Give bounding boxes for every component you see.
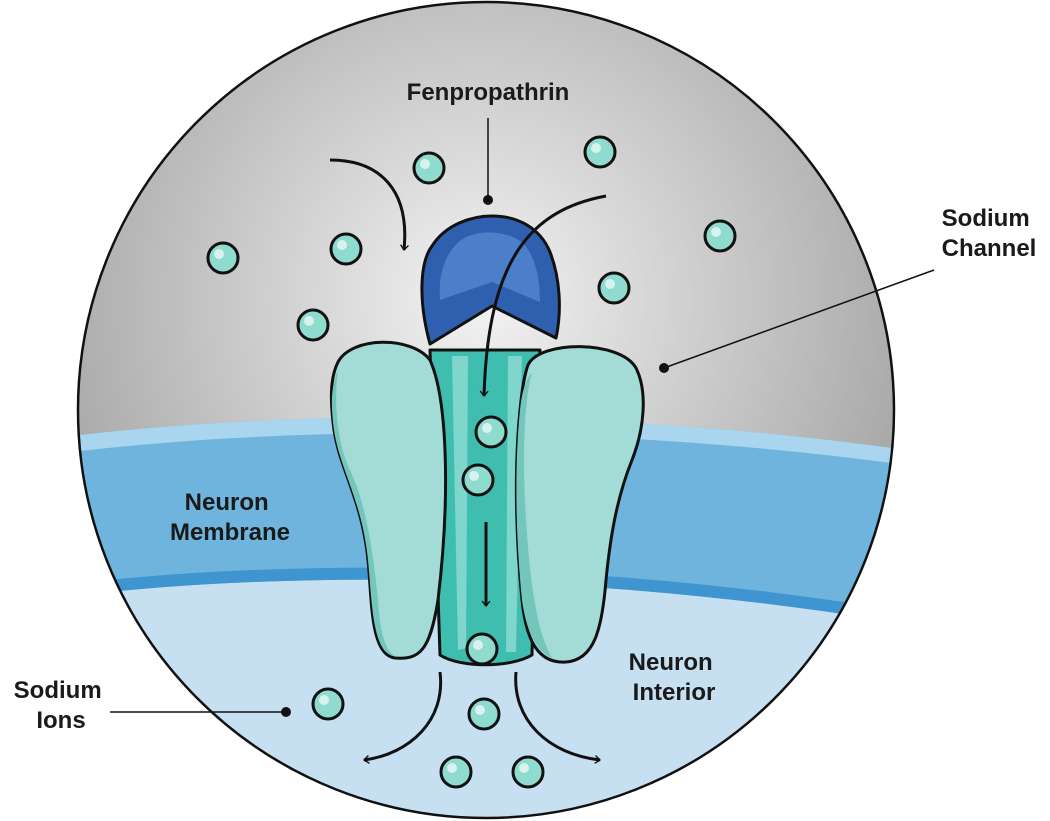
sodium-ion-circle <box>513 757 543 787</box>
sodium-ion-circle <box>331 234 361 264</box>
sodium-ions-leader-dot <box>281 707 291 717</box>
sodium-ion-circle <box>585 137 615 167</box>
sodium-ion-circle <box>208 243 238 273</box>
sodium-ion-circle <box>469 699 499 729</box>
sodium-ion-circle <box>705 221 735 251</box>
sodium-ion-circle <box>414 153 444 183</box>
sodium-ion-circle <box>476 417 506 447</box>
sodium-channel-leader-dot <box>659 363 669 373</box>
sodium-ions-label: Sodium Ions <box>14 677 109 734</box>
sodium-ion-circle <box>599 273 629 303</box>
sodium-ion-circle <box>467 634 497 664</box>
sodium-ion-circle <box>313 689 343 719</box>
sodium-ion-circle <box>441 757 471 787</box>
fenpropathrin-label: Fenpropathrin <box>407 79 570 106</box>
sodium-channel <box>331 342 643 665</box>
fenpropathrin-leader-dot <box>483 195 493 205</box>
sodium-ion-circle <box>463 465 493 495</box>
sodium-channel-label: Sodium Channel <box>942 205 1037 262</box>
sodium-ion-circle <box>298 310 328 340</box>
